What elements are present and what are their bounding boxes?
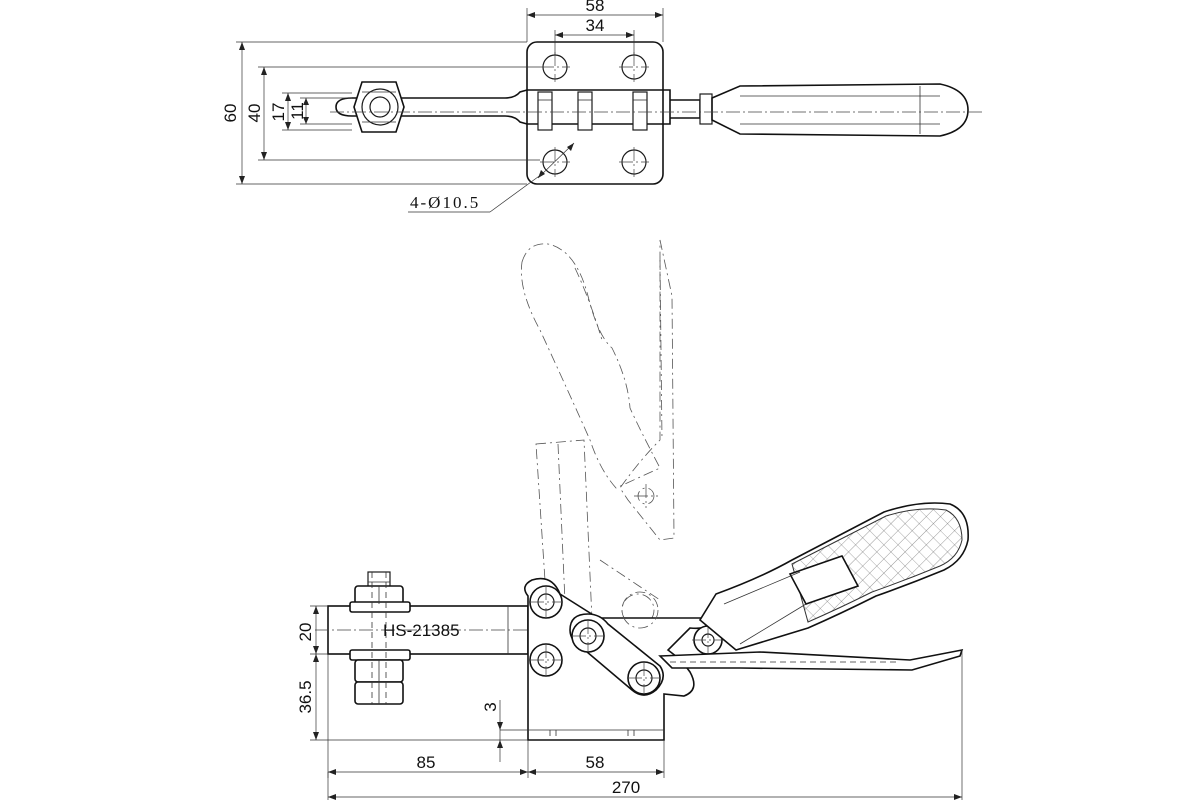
pivot-pins-top (537, 91, 648, 131)
dim-hole-spacing-x: 34 (554, 16, 635, 55)
spindle-nut-top (353, 81, 405, 133)
dim-58-top: 58 (586, 0, 605, 15)
dim-3: 3 (481, 702, 500, 711)
spindle-bolt (349, 571, 411, 705)
dim-plate-height: 60 (221, 41, 527, 185)
dim-17: 17 (269, 103, 288, 122)
side-view: HS-21385 (296, 502, 969, 800)
dim-base-thickness: 3 (481, 700, 528, 762)
dim-spindle-width: 17 (269, 92, 352, 131)
pivot-pins-side (529, 585, 724, 695)
hole-callout-text: 4-Ø10.5 (410, 193, 480, 212)
dim-40: 40 (245, 104, 264, 123)
dim-60: 60 (221, 104, 240, 123)
lower-lever (658, 648, 964, 671)
dim-plate-width: 58 (526, 0, 664, 42)
dim-spindle-height: 20 (296, 605, 328, 655)
dim-hole-spacing-y: 40 (245, 66, 540, 161)
dim-spindle-offset: 36.5 (296, 654, 528, 741)
dim-34: 34 (586, 16, 605, 35)
dim-spindle-slot: 11 (288, 97, 352, 125)
dim-11: 11 (288, 102, 307, 120)
dim-overall-length: 270 (327, 650, 963, 800)
dim-36-5: 36.5 (296, 680, 315, 713)
part-label: HS-21385 (383, 621, 460, 640)
hole-callout: 4-Ø10.5 (408, 142, 575, 213)
dim-270: 270 (612, 778, 640, 797)
dim-base-length: 58 (528, 740, 665, 778)
handle-label-window (788, 555, 860, 605)
dim-58-side: 58 (586, 753, 605, 772)
handle-top (670, 83, 969, 137)
dim-85: 85 (417, 753, 436, 772)
open-position-ghost (521, 239, 675, 627)
clamp-arm-top (335, 89, 671, 125)
handle-side (698, 502, 969, 651)
top-view: 58 34 60 40 (221, 0, 985, 213)
dim-20: 20 (296, 623, 315, 642)
